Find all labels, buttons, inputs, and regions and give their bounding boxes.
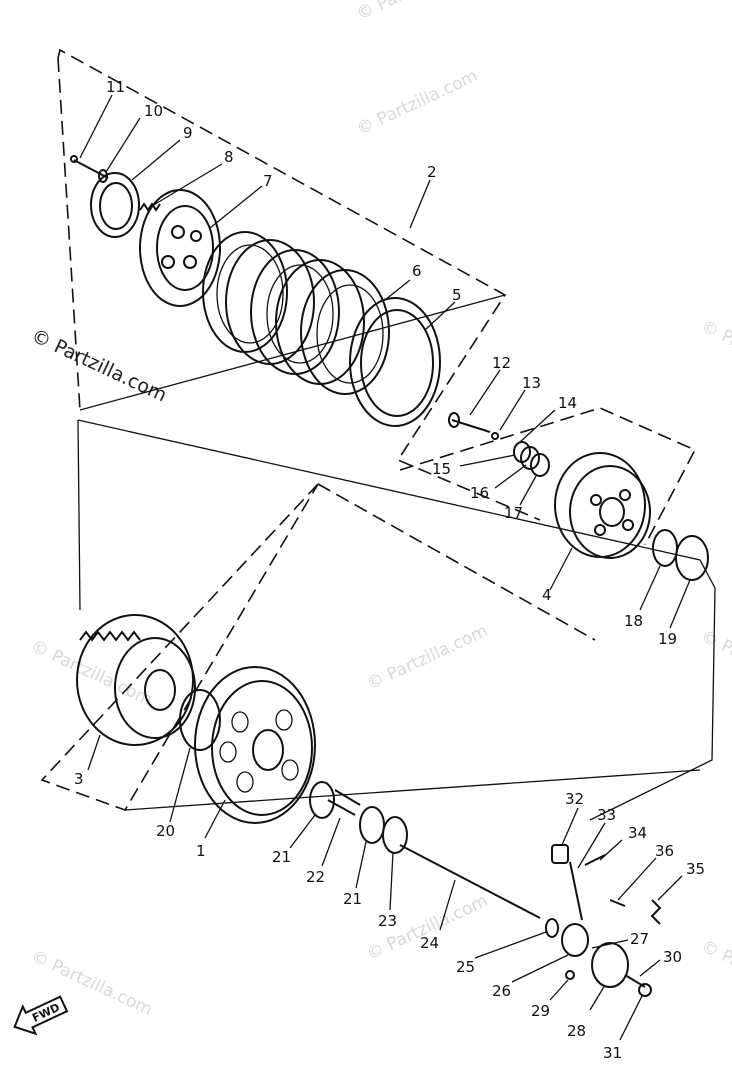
callout-21b: 21 <box>343 890 362 908</box>
bolt-36 <box>609 899 626 907</box>
watermark: © Partzilla.com <box>354 66 481 140</box>
spring-33 <box>569 861 583 921</box>
cover-28 <box>591 942 629 988</box>
washer-16 <box>520 446 540 470</box>
callout-24: 24 <box>420 934 439 952</box>
bolt-34 <box>584 854 606 866</box>
watermark: © Partzilla.com <box>698 936 732 1010</box>
watermark: © Partzilla.com <box>698 626 732 700</box>
callout-26: 26 <box>492 982 511 1000</box>
callout-5: 5 <box>452 286 462 304</box>
callout-6: 6 <box>412 262 422 280</box>
callout-14: 14 <box>558 394 577 412</box>
bolt-11 <box>70 155 109 179</box>
o-ring-20 <box>179 689 221 751</box>
callout-4: 4 <box>542 586 552 604</box>
callout-28: 28 <box>567 1022 586 1040</box>
driven-gear-housing-3 <box>76 614 196 746</box>
callout-17: 17 <box>504 504 523 522</box>
callout-12: 12 <box>492 354 511 372</box>
washer-18 <box>652 529 678 567</box>
watermark: © Partzilla.com <box>28 325 170 407</box>
callout-21a: 21 <box>272 848 291 866</box>
bearing-21b <box>359 806 385 844</box>
release-cam-26 <box>561 923 589 957</box>
callout-22: 22 <box>306 868 325 886</box>
callout-labels: 11 10 9 8 7 2 6 5 12 13 14 15 16 17 4 18… <box>74 78 705 1062</box>
callout-19: 19 <box>658 630 677 648</box>
circlip-17 <box>530 453 550 477</box>
clutch-housing-4 <box>554 452 651 559</box>
callout-27: 27 <box>630 930 649 948</box>
callout-30: 30 <box>663 948 682 966</box>
screw-29 <box>565 970 575 980</box>
oil-seal-25 <box>545 918 559 938</box>
callout-18: 18 <box>624 612 643 630</box>
callout-1: 1 <box>196 842 206 860</box>
watermarks: © Partzilla.com © Partzilla.com © Partzi… <box>28 0 732 1020</box>
callout-32: 32 <box>565 790 584 808</box>
callout-8: 8 <box>224 148 234 166</box>
callout-33: 33 <box>597 806 616 824</box>
washer-23 <box>382 816 408 854</box>
callout-29: 29 <box>531 1002 550 1020</box>
push-rod-24 <box>399 844 541 919</box>
pressure-plate-9 <box>90 172 140 238</box>
callout-13: 13 <box>522 374 541 392</box>
callout-9: 9 <box>183 124 193 142</box>
leader-lines <box>79 94 691 1041</box>
callout-2: 2 <box>427 163 437 181</box>
callout-20: 20 <box>156 822 175 840</box>
callout-11: 11 <box>106 78 125 96</box>
bearing-21a <box>309 781 335 819</box>
watermark: © Partzilla.com <box>364 621 491 695</box>
fwd-arrow-icon: FWD <box>13 995 69 1036</box>
push-rod-12 <box>448 412 491 433</box>
washer-10 <box>98 169 108 183</box>
callout-35: 35 <box>686 860 705 878</box>
watermark: © Partzilla.com <box>698 316 732 390</box>
spring-35 <box>650 899 662 925</box>
callout-36: 36 <box>655 842 674 860</box>
callout-34: 34 <box>628 824 647 842</box>
lever-32 <box>551 844 569 864</box>
spacer-19 <box>675 535 709 581</box>
ball-13 <box>491 432 499 440</box>
assembly-outlines <box>40 48 716 821</box>
callout-15: 15 <box>432 460 451 478</box>
callout-7: 7 <box>263 172 273 190</box>
callout-31: 31 <box>603 1044 622 1062</box>
watermark: © Partzilla.com <box>28 636 155 710</box>
nut-31 <box>638 983 652 997</box>
callout-10: 10 <box>144 102 163 120</box>
spring-8 <box>139 202 161 212</box>
clutch-plate-5 <box>349 297 441 427</box>
callout-3: 3 <box>74 770 84 788</box>
callout-16: 16 <box>470 484 489 502</box>
collar-22 <box>327 789 361 816</box>
callout-23: 23 <box>378 912 397 930</box>
friction-plates-6 <box>202 231 390 395</box>
callout-25: 25 <box>456 958 475 976</box>
gear-1 <box>194 666 316 824</box>
watermark: © Partzilla.com <box>354 0 481 25</box>
clutch-boss-7 <box>139 189 221 307</box>
